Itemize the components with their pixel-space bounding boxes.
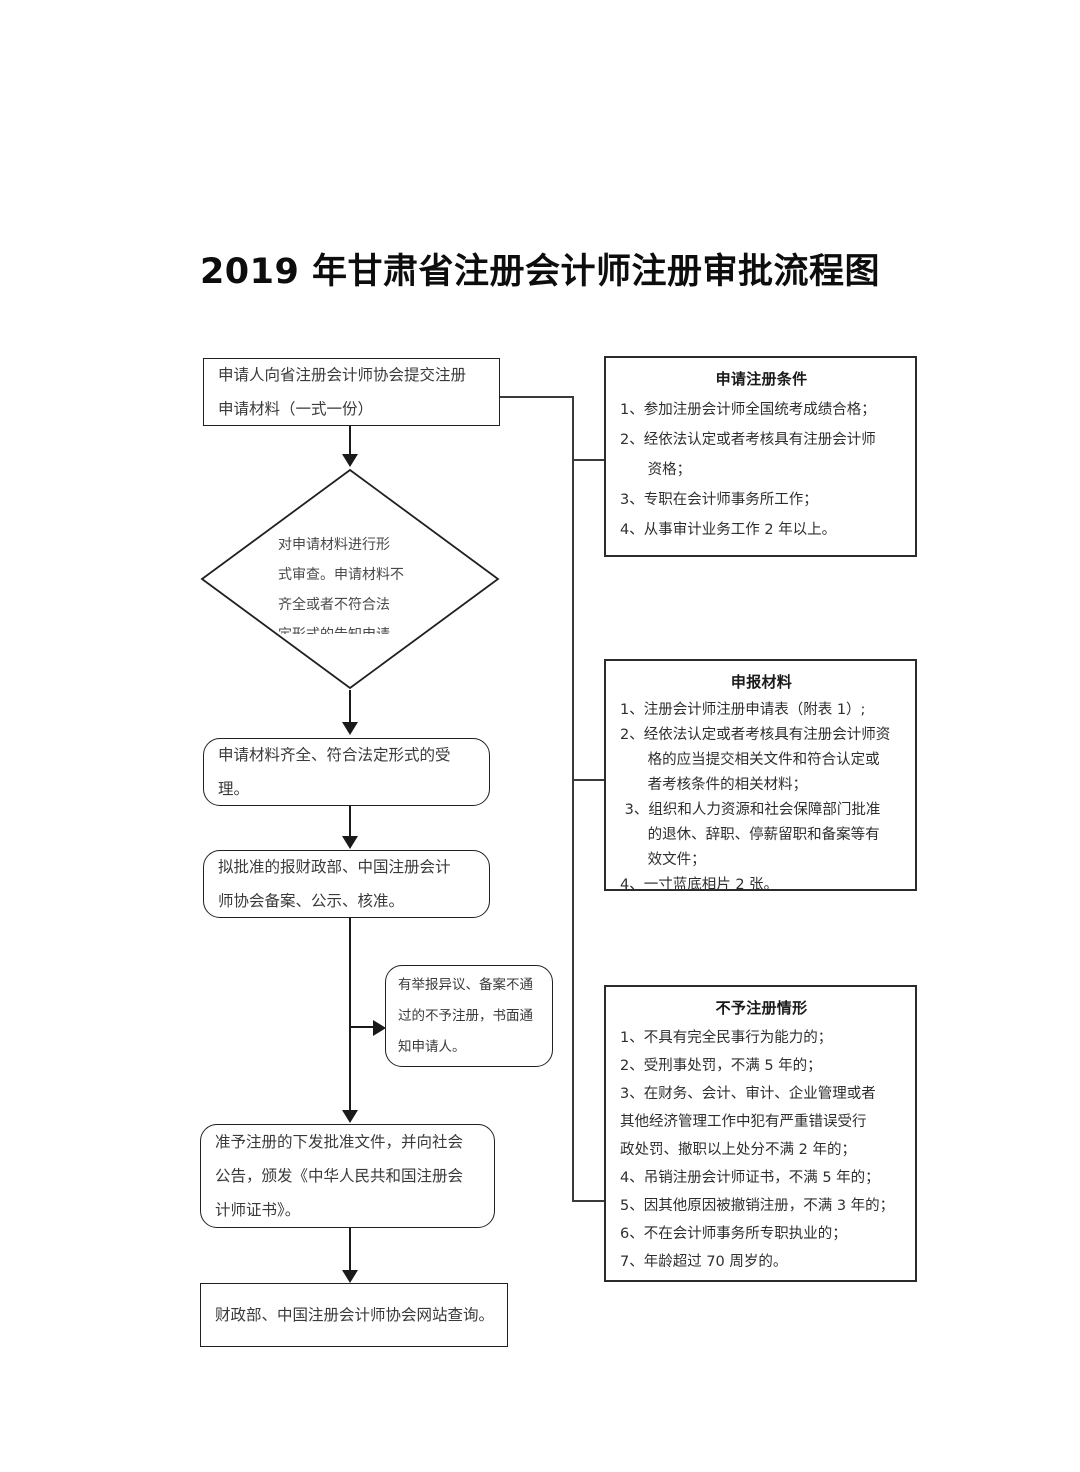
connector-line [572,779,606,781]
info-panel-registration-conditions: 申请注册条件 1、参加注册会计师全国统考成绩合格； 2、经依法认定或者考核具有注… [604,356,917,557]
node-line: 知申请人。 [398,1038,466,1055]
flow-node-website-query[interactable]: 财政部、中国注册会计师协会网站查询。 [200,1283,508,1347]
list-item: 2、经依法认定或者考核具有注册会计师 资格； [620,432,876,478]
node-line: 申请材料（一式一份） [218,400,374,418]
panel-title: 申报材料 [730,673,793,691]
node-line: 过的不予注册，书面通 [398,1007,533,1024]
panel-title: 不予注册情形 [715,999,808,1017]
diamond-shape [200,468,500,690]
connector-line [349,690,351,722]
connector-line [349,426,351,454]
connector-line [349,1228,351,1272]
arrow-down-icon [342,836,358,849]
connector-line [500,396,574,398]
node-line: 对申请材料进行形 [278,537,390,553]
list-item: 6、不在会计师事务所专职执业的； [620,1226,847,1242]
node-line: 有举报异议、备案不通 [398,976,533,993]
flow-node-filing-publicity[interactable]: 拟批准的报财政部、中国注册会计 师协会备案、公示、核准。 [203,850,490,918]
connector-line [349,806,351,838]
list-item: 3、组织和人力资源和社会保障部门批准 的退休、辞职、停薪留职和备案等有 效文件； [624,802,881,868]
connector-line [349,918,351,1116]
node-line: 理。 [218,780,250,798]
flow-node-objection-no-registration[interactable]: 有举报异议、备案不通 过的不予注册，书面通 知申请人。 [385,965,553,1067]
list-item: 4、吊销注册会计师证书，不满 5 年的； [620,1170,880,1186]
panel-list: 1、注册会计师注册申请表（附表 1）; 2、经依法认定或者考核具有注册会计师资 … [620,698,903,898]
node-line: 拟批准的报财政部、中国注册会计 [218,858,451,876]
connector-line [349,1026,377,1028]
list-item: 4、从事审计业务工作 2 年以上。 [620,522,837,538]
connector-line [572,1200,606,1202]
node-line: 申请材料齐全、符合法定形式的受 [218,746,451,764]
list-item: 3、专职在会计师事务所工作； [620,492,818,508]
node-line: 定形式的告知申请 [278,620,428,634]
list-item: 1、注册会计师注册申请表（附表 1）; [620,702,866,718]
connector-trunk [572,396,574,1202]
node-line: 式审查。申请材料不 [278,567,404,583]
panel-title: 申请注册条件 [715,370,808,388]
arrow-down-icon [342,1110,358,1123]
flow-node-accept-application[interactable]: 申请材料齐全、符合法定形式的受 理。 [203,738,490,806]
node-line: 计师证书》。 [215,1201,301,1219]
arrow-down-icon [342,722,358,735]
list-item: 2、经依法认定或者考核具有注册会计师资 格的应当提交相关文件和符合认定或 者考核… [620,727,891,793]
arrow-down-icon [342,454,358,467]
list-item: 5、因其他原因被撤销注册，不满 3 年的； [620,1198,895,1214]
node-line: 公告，颁发《中华人民共和国注册会 [215,1167,464,1185]
info-panel-submission-materials: 申报材料 1、注册会计师注册申请表（附表 1）; 2、经依法认定或者考核具有注册… [604,659,917,893]
list-item: 7、年龄超过 70 周岁的。 [620,1254,788,1270]
panel-list: 1、参加注册会计师全国统考成绩合格； 2、经依法认定或者考核具有注册会计师 资格… [620,395,903,545]
list-item: 3、在财务、会计、审计、企业管理或者 其他经济管理工作中犯有严重错误受行 政处罚… [620,1086,876,1158]
node-line: 准予注册的下发批准文件，并向社会 [215,1133,464,1151]
info-panel-refusal-circumstances: 不予注册情形 1、不具有完全民事行为能力的； 2、受刑事处罚，不满 5 年的； … [604,985,917,1282]
flow-node-formal-review[interactable]: 对申请材料进行形 式审查。申请材料不 齐全或者不符合法 定形式的告知申请 [200,468,500,690]
flow-node-submit-application[interactable]: 申请人向省注册会计师协会提交注册 申请材料（一式一份） [203,358,500,426]
panel-list: 1、不具有完全民事行为能力的； 2、受刑事处罚，不满 5 年的； 3、在财务、会… [620,1024,903,1276]
arrow-down-icon [342,1270,358,1283]
node-line: 申请人向省注册会计师协会提交注册 [218,366,467,384]
page-title: 2019 年甘肃省注册会计师注册审批流程图 [199,252,881,292]
node-line: 财政部、中国注册会计师协会网站查询。 [215,1306,495,1324]
arrow-right-icon [373,1020,386,1036]
list-item: 1、不具有完全民事行为能力的； [620,1030,833,1046]
list-item: 2、受刑事处罚，不满 5 年的； [620,1058,822,1074]
flow-node-grant-registration[interactable]: 准予注册的下发批准文件，并向社会 公告，颁发《中华人民共和国注册会 计师证书》。 [200,1124,495,1228]
list-item: 1、参加注册会计师全国统考成绩合格； [620,402,876,418]
node-line: 齐全或者不符合法 [278,597,390,613]
list-item: 4、一寸蓝底相片 2 张。 [620,877,779,893]
decision-text: 对申请材料进行形 式审查。申请材料不 齐全或者不符合法 定形式的告知申请 [278,530,428,634]
connector-line [572,459,606,461]
node-line: 师协会备案、公示、核准。 [218,892,405,910]
